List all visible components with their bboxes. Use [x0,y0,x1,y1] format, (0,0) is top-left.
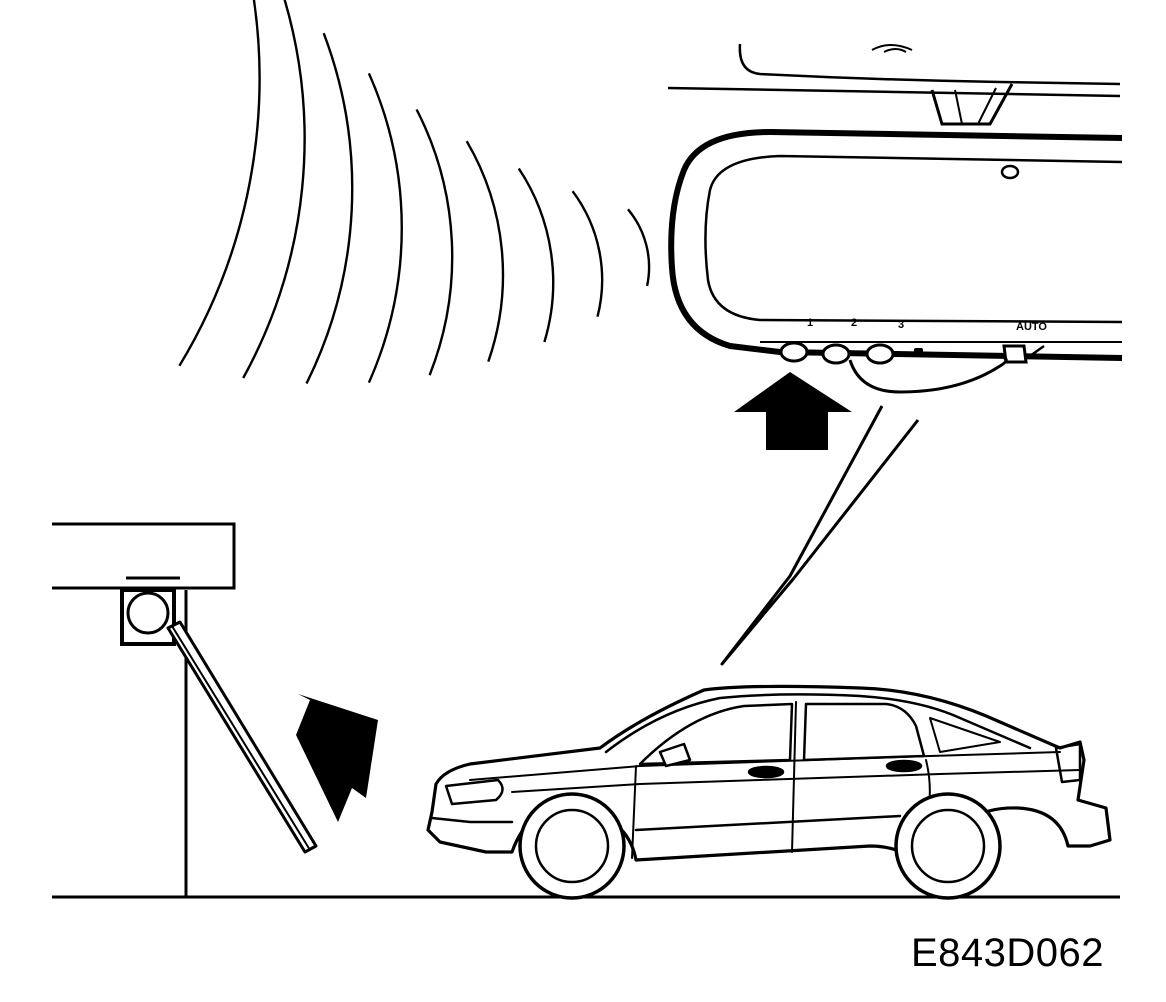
car-side-mirror [658,742,692,768]
mirror-button-3-label: 3 [898,319,904,331]
car-door-seam-2 [631,765,637,859]
car [426,684,1112,900]
arrow-to-opener-icon [296,694,378,822]
car-side-crease [511,769,1081,793]
mirror-wiring-2 [1029,344,1045,358]
car-belt-line [469,751,1061,781]
signal-wave-arc [465,140,505,362]
car-front-wheel-rim [534,808,610,884]
signal-wave-arc [517,167,555,343]
roof-detail [871,44,913,51]
car-door-handle-rear [885,759,923,773]
garage-structure [52,522,318,897]
mirror-glass [704,154,1123,324]
car-headlight [444,778,504,806]
headliner-line [667,86,1121,98]
roof-detail-2 [883,48,907,53]
car-door-seam-1 [791,701,797,853]
mirror-button-1-label: 1 [807,317,813,329]
mirror-indicator-led [914,348,923,355]
inset-callout-pointer [720,405,920,666]
mirror-body [668,129,1123,361]
signal-waves [178,0,651,385]
car-sill [634,814,902,832]
signal-wave-arc [415,108,454,376]
mirror-button-3[interactable] [865,343,895,365]
car-rear-window [802,702,926,762]
mirror-button-2[interactable] [821,343,851,365]
mirror-mount-inner [954,87,997,125]
car-tail-lights [1054,742,1082,784]
car-front-bumper [430,816,514,824]
car-rear-wheel-rim [910,808,986,884]
light-sensor-icon [1000,164,1020,180]
arrow-up-icon [734,372,852,450]
figure-code: E843D062 [910,931,1104,975]
opener-lamp [126,591,170,635]
signal-wave-arc [367,72,403,384]
mirror-wiring [848,356,1008,394]
car-greenhouse [604,693,1032,754]
signal-wave-arc [305,32,354,385]
mirror-auto-label: AUTO [1016,321,1047,333]
signal-wave-arc [242,0,306,379]
car-front-window [638,702,794,766]
mirror-button-1[interactable] [779,341,809,363]
signal-wave-arc [627,208,651,287]
car-rear-quarter [929,717,1001,753]
signal-wave-arc [571,190,604,317]
car-door-handle-front [747,765,785,779]
mirror-auto-button[interactable] [1002,344,1028,364]
roof-curve [738,43,1121,86]
mirror-button-2-label: 2 [851,317,857,329]
mirror-inset: 1 2 3 AUTO [667,43,1123,666]
door-arm-center [171,625,311,851]
mirror-mount [930,83,1014,126]
signal-wave-arc [178,0,261,367]
